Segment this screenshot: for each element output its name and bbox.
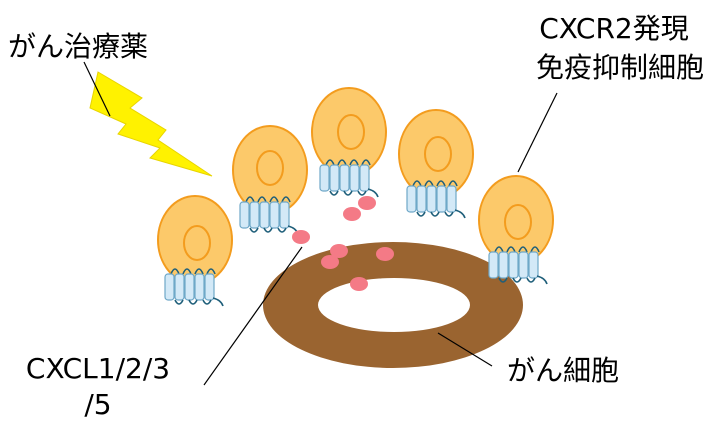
lightning-bolt-icon (89, 71, 213, 177)
chemokine-dot (350, 277, 368, 291)
chemokine-dot (343, 207, 361, 221)
receptor-segment (239, 201, 250, 229)
receptor-segment (446, 185, 457, 213)
receptor-tail (329, 188, 379, 198)
immune-cell-3 (311, 87, 387, 177)
leader-line-tumor (437, 332, 493, 367)
immune-cell-icon (157, 195, 233, 285)
tumor-label: がん細胞 (507, 354, 619, 387)
receptor-icon (406, 180, 466, 219)
receptor-segment (426, 185, 437, 213)
receptor-icon (319, 159, 379, 198)
tumor-ring (263, 242, 523, 368)
immune-cell-icon (478, 175, 554, 265)
immune-cell-icon (311, 87, 387, 177)
receptor-segment (259, 201, 270, 229)
receptor-segment (279, 201, 290, 229)
immune-cell-2 (232, 125, 308, 215)
receptor-segment (359, 164, 370, 192)
receptor-tail (498, 275, 548, 285)
immune-cell-5 (478, 175, 554, 265)
receptor-loop (245, 196, 291, 203)
receptor-loop (494, 246, 540, 253)
cell-nucleus (504, 204, 532, 240)
tumor-cell (263, 242, 523, 368)
receptor-loop (170, 268, 216, 275)
cell-nucleus (183, 225, 211, 261)
leader-line-drug (83, 61, 111, 117)
chemokine-label-line2: /5 (84, 388, 111, 421)
leader-line-chemokine (203, 246, 303, 386)
cell-nucleus (256, 150, 284, 186)
receptor-segment (164, 273, 175, 301)
receptor-loop (412, 180, 458, 187)
receptor-segment (406, 185, 417, 213)
chemokine-dot (330, 244, 348, 258)
receptor-icon (488, 246, 548, 285)
chemokine-dot (376, 247, 394, 261)
immune-cell-icon (398, 109, 474, 199)
cell-nucleus (337, 114, 365, 150)
chemokine-dot (292, 230, 310, 244)
receptor-segment (249, 201, 260, 229)
receptor-loop (325, 159, 371, 166)
receptor-icon (239, 196, 299, 235)
receptor-segment (184, 273, 195, 301)
receptor-segment (194, 273, 205, 301)
receptor-tail (174, 297, 224, 307)
receptor-segment (416, 185, 427, 213)
receptor-label-line1: CXCR2発現 (539, 12, 689, 45)
chemokine-label-line1: CXCL1/2/3 (26, 352, 170, 385)
receptor-tail (416, 209, 466, 219)
receptor-segment (508, 251, 519, 279)
immune-cell-1 (157, 195, 233, 285)
receptor-tail (249, 225, 299, 235)
receptor-segment (488, 251, 499, 279)
receptor-segment (498, 251, 509, 279)
receptor-segment (269, 201, 280, 229)
chemokine-dot (358, 196, 376, 210)
receptor-segment (204, 273, 215, 301)
receptor-segment (319, 164, 330, 192)
receptor-segment (528, 251, 539, 279)
receptor-icon (164, 268, 224, 307)
receptor-group (164, 159, 548, 307)
cell-nucleus (424, 136, 452, 172)
receptor-label-line2: 免疫抑制細胞 (536, 51, 704, 84)
receptor-segment (329, 164, 340, 192)
receptor-segment (349, 164, 360, 192)
receptor-segment (518, 251, 529, 279)
receptor-segment (436, 185, 447, 213)
chemokine-dot (321, 255, 339, 269)
drug-label: がん治療薬 (8, 30, 148, 63)
chemokine-group (292, 196, 394, 291)
receptor-segment (339, 164, 350, 192)
leader-line-receptor (517, 92, 558, 173)
immune-cell-4 (398, 109, 474, 199)
receptor-segment (174, 273, 185, 301)
